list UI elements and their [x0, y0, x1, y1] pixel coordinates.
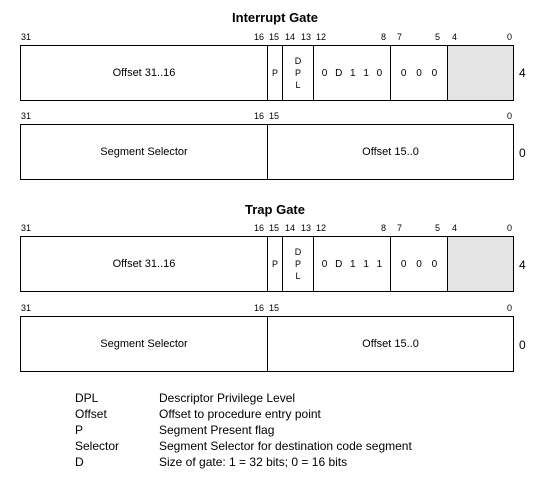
zero-bit: 0 [431, 258, 438, 270]
legend: DPL Descriptor Privilege Level Offset Of… [75, 390, 545, 474]
segment-selector-field: Segment Selector [100, 338, 188, 350]
zero-bits-field: 0 0 0 [390, 46, 447, 100]
bit-label: 13 [301, 223, 312, 233]
present-flag-field: P [267, 237, 282, 291]
bit-label: 31 [21, 223, 32, 233]
interrupt-gate-upper-dword: Offset 31..16 P D P L 0 D 1 1 0 0 0 0 [20, 45, 514, 101]
zero-bit: 0 [431, 67, 438, 79]
bit-label: 31 [21, 111, 32, 121]
legend-term: Offset [75, 407, 107, 421]
legend-term: P [75, 423, 84, 437]
dpl-letter: P [294, 68, 301, 78]
segment-selector-field: Segment Selector [100, 146, 188, 158]
zero-bits-field: 0 0 0 [390, 237, 447, 291]
bit-label: 4 [452, 223, 458, 233]
legend-term: DPL [75, 391, 99, 405]
type-bit: 1 [376, 258, 383, 270]
dpl-letter: D [294, 56, 302, 66]
bit-label: 15 [269, 223, 280, 233]
bit-label: 14 [285, 223, 296, 233]
zero-bit: 0 [416, 258, 422, 270]
bit-label: 5 [435, 223, 441, 233]
trap-gate-upper-dword: Offset 31..16 P D P L 0 D 1 1 1 0 0 0 [20, 236, 514, 292]
bit-label: 14 [285, 32, 296, 42]
bit-label: 7 [397, 32, 403, 42]
byte-offset-0: 0 [519, 146, 526, 160]
type-bit: D [335, 67, 343, 79]
zero-bit: 0 [416, 67, 422, 79]
bit-label: 0 [507, 111, 513, 121]
bit-label: 16 [254, 303, 265, 313]
bit-label: 8 [381, 32, 387, 42]
trap-gate-lower-dword: Segment Selector Offset 15..0 [20, 316, 514, 372]
type-bit: 0 [376, 67, 383, 79]
dpl-letter: D [294, 247, 302, 257]
legend-term: D [75, 455, 84, 469]
bit-label: 0 [507, 32, 513, 42]
interrupt-gate-lower-dword: Segment Selector Offset 15..0 [20, 124, 514, 180]
type-field: 0 D 1 1 0 [313, 46, 390, 100]
offset-high-field: Offset 31..16 [112, 67, 176, 79]
bit-label: 15 [269, 111, 280, 121]
dpl-field: D P L [282, 46, 313, 100]
byte-offset-0: 0 [519, 338, 526, 352]
trap-gate-title: Trap Gate [245, 202, 305, 217]
bit-label: 12 [316, 223, 327, 233]
offset-low-field: Offset 15..0 [267, 317, 513, 371]
bit-label: 4 [452, 32, 458, 42]
bit-label: 13 [301, 32, 312, 42]
type-bit: 1 [363, 258, 369, 270]
byte-offset-4: 4 [519, 66, 526, 80]
type-bit: 1 [350, 67, 356, 79]
legend-description: Descriptor Privilege Level [159, 391, 296, 405]
reserved-field [447, 46, 513, 100]
bit-label: 15 [269, 32, 280, 42]
type-bit: 0 [321, 67, 328, 79]
offset-low-field: Offset 15..0 [267, 125, 513, 179]
bit-label: 0 [507, 223, 513, 233]
present-flag-field: P [267, 46, 282, 100]
legend-description: Size of gate: 1 = 32 bits; 0 = 16 bits [159, 455, 348, 469]
bit-label: 16 [254, 32, 265, 42]
bit-label: 16 [254, 223, 265, 233]
bit-label: 31 [21, 32, 32, 42]
bit-label: 12 [316, 32, 327, 42]
bit-label: 7 [397, 223, 403, 233]
dpl-letter: P [294, 259, 301, 269]
legend-description: Segment Present flag [159, 423, 275, 437]
bit-label: 5 [435, 32, 441, 42]
bit-label: 15 [269, 303, 280, 313]
dpl-field: D P L [282, 237, 313, 291]
legend-description: Segment Selector for destination code se… [159, 439, 412, 453]
zero-bit: 0 [400, 258, 407, 270]
type-bit: D [335, 258, 343, 270]
reserved-field [447, 237, 513, 291]
type-field: 0 D 1 1 1 [313, 237, 390, 291]
zero-bit: 0 [400, 67, 407, 79]
type-bit: 1 [350, 258, 356, 270]
dpl-letter: L [295, 80, 301, 90]
byte-offset-4: 4 [519, 258, 526, 272]
dpl-letter: L [295, 271, 301, 281]
interrupt-gate-title: Interrupt Gate [232, 10, 318, 25]
bit-label: 16 [254, 111, 265, 121]
legend-term: Selector [75, 439, 120, 453]
bit-label: 31 [21, 303, 32, 313]
type-bit: 0 [321, 258, 328, 270]
legend-description: Offset to procedure entry point [159, 407, 321, 421]
bit-label: 8 [381, 223, 387, 233]
offset-high-field: Offset 31..16 [112, 258, 176, 270]
type-bit: 1 [363, 67, 369, 79]
bit-label: 0 [507, 303, 513, 313]
